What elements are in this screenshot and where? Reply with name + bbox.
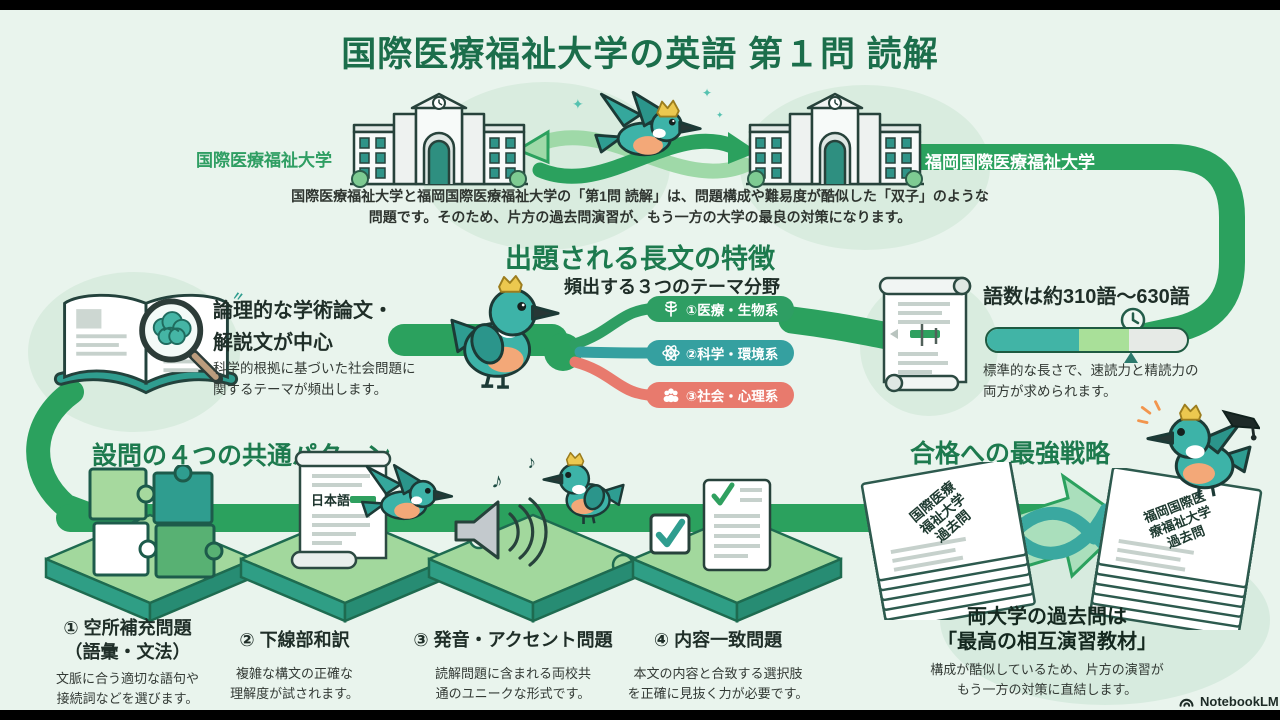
infographic-canvas: 国際医療福祉大学の英語 第１問 読解 xyxy=(0,10,1280,710)
theme-pill-label: ③社会・心理系 xyxy=(685,389,779,404)
checked-document-icon xyxy=(702,478,772,572)
reading-passage-scroll-icon xyxy=(878,276,972,393)
bush-icon xyxy=(351,170,369,188)
sparkle-lines xyxy=(1137,400,1161,424)
clock-icon xyxy=(1120,307,1146,333)
passage-type-title-line1: 論理的な学術論文・ xyxy=(213,300,393,322)
checkbox-icon xyxy=(649,513,691,555)
kingfisher-flying-icon xyxy=(360,463,454,521)
university-building-right-icon xyxy=(746,92,924,188)
sparkle-icon: ✦ xyxy=(702,86,713,100)
page-image-placeholder xyxy=(76,309,102,329)
crown-icon xyxy=(1179,403,1202,421)
notebooklm-logo-icon xyxy=(1179,698,1194,707)
speaker-icon xyxy=(454,497,548,567)
pattern-desc-line2: 接続詞などを選びます。 xyxy=(56,691,199,706)
open-book-magnifier-icon xyxy=(53,293,239,395)
people-icon xyxy=(663,388,679,403)
conclusion-desc-line2: もう一方の対策に直結します。 xyxy=(956,682,1138,697)
watermark: NotebookLM xyxy=(1178,694,1279,709)
highlight-slider xyxy=(910,330,940,338)
kingfisher-crowned-standing-icon xyxy=(450,275,560,389)
pattern-desc-line2: を正確に見抜く力が必要です。 xyxy=(627,686,809,701)
atom-icon xyxy=(662,345,680,361)
branch-science xyxy=(574,346,654,359)
kingfisher-graduation-icon xyxy=(1137,400,1260,498)
bush-icon xyxy=(509,170,527,188)
right-university-label: 福岡国際医療福祉大学 xyxy=(925,153,1095,172)
features-heading: 出題される長文の特徴 xyxy=(505,244,775,274)
puzzle-pieces-icon xyxy=(88,465,224,579)
pattern-desc-line1: 複雑な構文の正確な xyxy=(235,666,353,681)
wordcount-desc-line1: 標準的な長さで、速読力と精読力の xyxy=(983,363,1199,378)
kingfisher-crowned-flying-icon xyxy=(594,90,702,157)
pattern-item-2: ② 下線部和訳 複雑な構文の正確な 理解度が試されます。 xyxy=(212,628,377,704)
bush-icon xyxy=(747,170,765,188)
progress-segment-dark xyxy=(987,329,1079,351)
strategy-conclusion: 両大学の過去問は 「最高の相互演習教材」 構成が酷似しているため、片方の演習が … xyxy=(912,605,1182,700)
branch-medical xyxy=(569,303,654,350)
swap-arrowhead-right xyxy=(728,132,758,164)
pattern-desc-line1: 読解問題に含まれる両校共 xyxy=(434,666,591,681)
comparison-description-line1: 国際医療福祉大学と福岡国際医療福祉大学の「第1問 読解」は、問題構成や難易度が酷… xyxy=(291,188,989,204)
bush-icon xyxy=(905,170,923,188)
pattern-title: ④ 内容一致問題 xyxy=(653,630,783,650)
flow-band-connector xyxy=(778,306,902,350)
passage-type-title-line2: 解説文が中心 xyxy=(213,332,333,354)
flow-ribbon-left-down xyxy=(26,380,102,527)
theme-pill-social: ③社会・心理系 xyxy=(646,382,794,408)
swap-arrowhead-left xyxy=(514,129,550,165)
conclusion-line2: 「最高の相互演習教材」 xyxy=(937,631,1157,653)
branch-social xyxy=(569,356,654,401)
pattern-item-1: ① 空所補充問題 （語彙・文法） 文脈に合う適切な語句や 接続詞などを選びます。 xyxy=(30,616,225,709)
pattern-title: ① 空所補充問題 xyxy=(63,618,192,638)
university-building-left-icon xyxy=(350,92,528,188)
pattern-desc-line2: 通のユニークな形式です。 xyxy=(435,686,591,701)
wordcount-desc-line2: 両方が求められます。 xyxy=(983,384,1117,399)
pattern-title: ② 下線部和訳 xyxy=(239,630,350,650)
progress-segment-light xyxy=(1079,329,1129,351)
mortarboard-icon xyxy=(1221,409,1260,441)
raised-wing xyxy=(1199,421,1243,455)
kingfisher-crowned-perched-icon xyxy=(542,451,625,525)
flow-ribbon-top-right xyxy=(905,144,1245,349)
crown-icon xyxy=(565,451,585,466)
theme-pill-label: ②科学・環境系 xyxy=(685,347,779,362)
past-papers-stack-right: 福岡国際医 療福祉大学 過去問 xyxy=(1089,468,1263,630)
passage-type-desc-line1: 科学的根拠に基づいた社会問題に xyxy=(213,361,416,376)
crown-icon xyxy=(498,275,523,293)
theme-pill-medical: ①医療・生物系 xyxy=(646,296,794,322)
caduceus-icon xyxy=(664,301,677,317)
comparison-description-line2: 問題です。そのため、片方の過去問演習が、もう一方の大学の最良の対策になります。 xyxy=(368,209,912,225)
length-progress-bar xyxy=(985,327,1189,353)
pattern-title: ③ 発音・アクセント問題 xyxy=(413,630,613,650)
pattern-desc-line1: 文脈に合う適切な語句や xyxy=(55,671,199,686)
scroll-japanese-label: 日本語 xyxy=(311,493,350,508)
wordcount-heading: 語数は約310語〜630語 xyxy=(983,286,1190,308)
theme-pill-label: ①医療・生物系 xyxy=(685,303,779,318)
past-papers-stack-left: 国際医療 福祉大学 過去問 xyxy=(860,462,1036,620)
passage-type-desc-line2: 関するテーマが頻出します。 xyxy=(213,382,388,397)
pattern-desc-line1: 本文の内容と合致する選択肢 xyxy=(633,666,803,681)
theme-pill-science: ②科学・環境系 xyxy=(646,340,794,366)
sparkle-icon: ✦ xyxy=(716,110,724,120)
features-subtitle: 頻出する３つのテーマ分野 xyxy=(564,277,780,297)
pattern-item-4: ④ 内容一致問題 本文の内容と合致する選択肢 を正確に見抜く力が必要です。 xyxy=(618,628,818,704)
pattern-desc-line2: 理解度が試されます。 xyxy=(230,686,359,701)
pattern-title-line2: （語彙・文法） xyxy=(64,642,191,662)
swap-arrow-right xyxy=(532,133,740,184)
page-title: 国際医療福祉大学の英語 第１問 読解 xyxy=(341,35,939,74)
progress-marker xyxy=(1124,352,1138,363)
watermark-label: NotebookLM xyxy=(1200,694,1279,709)
pattern-item-3: ③ 発音・アクセント問題 読解問題に含まれる両校共 通のユニークな形式です。 xyxy=(408,628,618,704)
left-university-label: 国際医療福祉大学 xyxy=(196,151,332,170)
conclusion-desc-line1: 構成が酷似しているため、片方の演習が xyxy=(930,662,1164,677)
conclusion-line1: 両大学の過去問は xyxy=(967,606,1127,628)
sparkle-icon: ✦ xyxy=(572,96,584,112)
